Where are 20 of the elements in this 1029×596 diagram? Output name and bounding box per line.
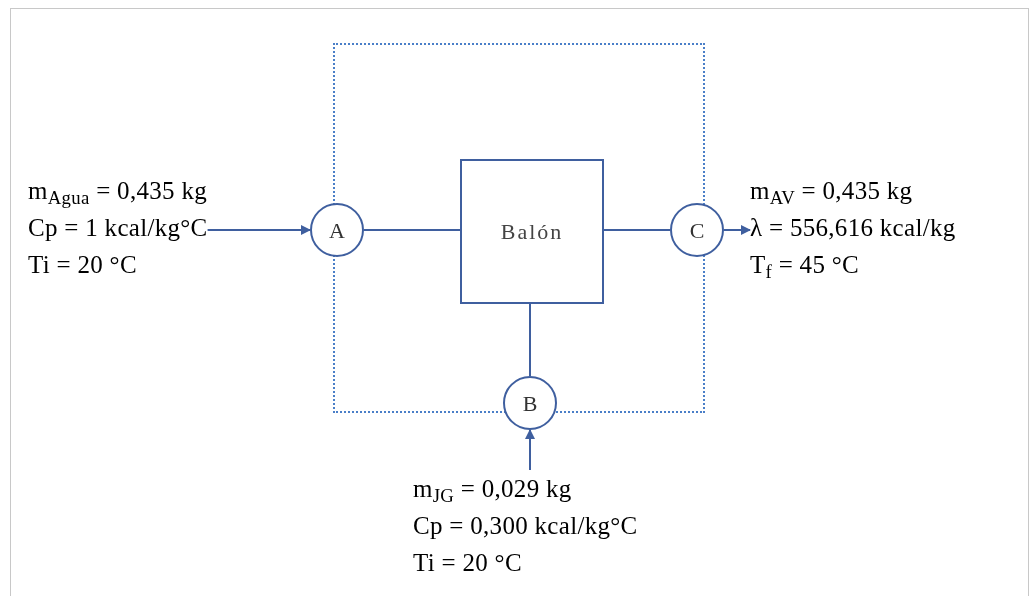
node-label: B [522, 389, 538, 418]
node-label: A [329, 216, 345, 245]
flow-value-text: T$_{f}$ = 45 °C [750, 250, 861, 283]
process-box [460, 159, 604, 304]
connector-line [529, 303, 531, 377]
flow-value-text: Cp = 1 kcal/kg°C [28, 213, 208, 243]
flow-arrow [723, 225, 751, 235]
flow-value-text: m$_{JG}$ = 0,029 kg [413, 474, 573, 507]
flow-value-text: Ti = 20 °C [413, 548, 523, 578]
flow-value-text: Cp = 0,300 kcal/kg°C [413, 511, 638, 541]
connector-line [603, 229, 671, 231]
flow-arrow [206, 225, 311, 235]
flow-value-text: m$_{Agua}$ = 0,435 kg [28, 176, 208, 209]
flow-arrow [525, 429, 535, 471]
flow-value-text: λ = 556,616 kcal/kg [750, 213, 956, 243]
node-label: C [689, 216, 705, 245]
flow-value-text: m$_{AV}$ = 0,435 kg [750, 176, 914, 209]
flow-value-text: Ti = 20 °C [28, 250, 138, 280]
connector-line [363, 229, 461, 231]
node-label: Balón [500, 218, 564, 246]
